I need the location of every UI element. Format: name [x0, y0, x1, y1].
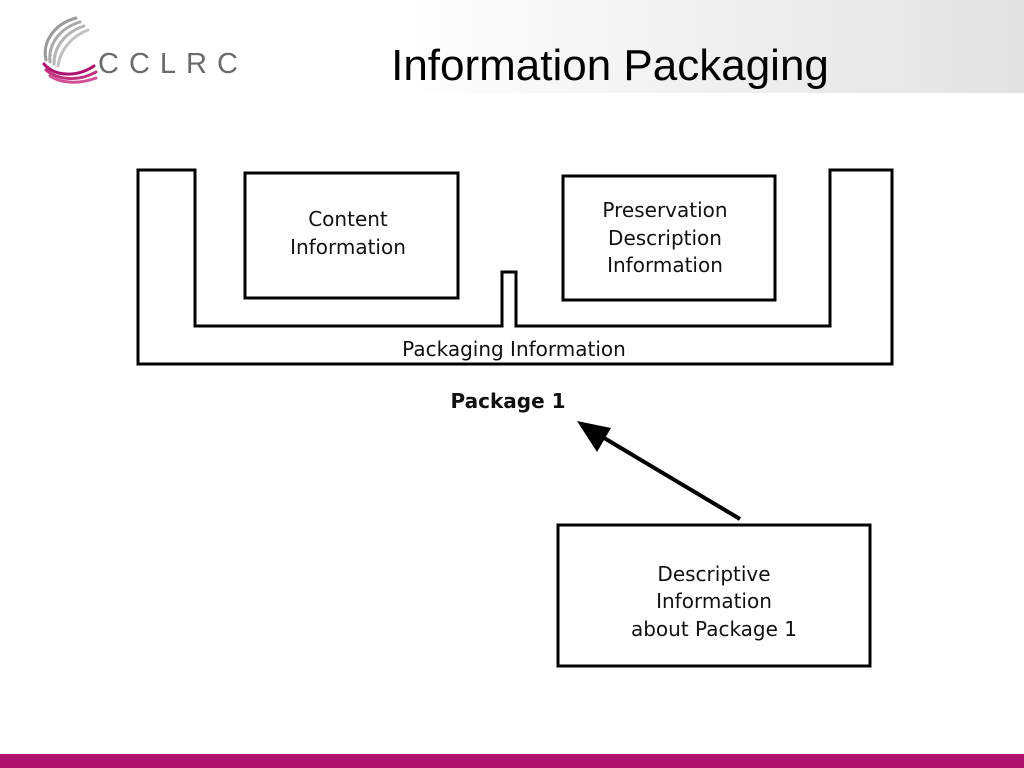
- logo-text: CCLRC: [98, 48, 248, 80]
- packaging-container: [136, 168, 894, 366]
- preservation-box-line-2: Description: [608, 226, 722, 250]
- descriptive-box-line-2: Information: [656, 589, 772, 613]
- descriptive-box-line-1: Descriptive: [657, 562, 770, 586]
- package-label: Package 1: [450, 389, 565, 413]
- descriptive-arrow: [582, 424, 742, 521]
- descriptive-information-box: [556, 523, 872, 668]
- content-box-line-1: Content: [308, 207, 388, 231]
- packaging-information-label: Packaging Information: [402, 337, 626, 361]
- descriptive-box-line-3: about Package 1: [631, 617, 797, 641]
- content-information-box: [243, 171, 460, 300]
- header-band: [0, 0, 1024, 93]
- arrowhead-icon: [577, 421, 611, 452]
- content-box-line-2: Information: [290, 235, 406, 259]
- preservation-description-box: [561, 174, 777, 302]
- slide-title: Information Packaging: [391, 41, 829, 90]
- preservation-box-line-1: Preservation: [602, 198, 727, 222]
- preservation-box-line-3: Information: [607, 253, 723, 277]
- cclrc-logo-icon: [42, 16, 98, 84]
- footer-band: [0, 754, 1024, 768]
